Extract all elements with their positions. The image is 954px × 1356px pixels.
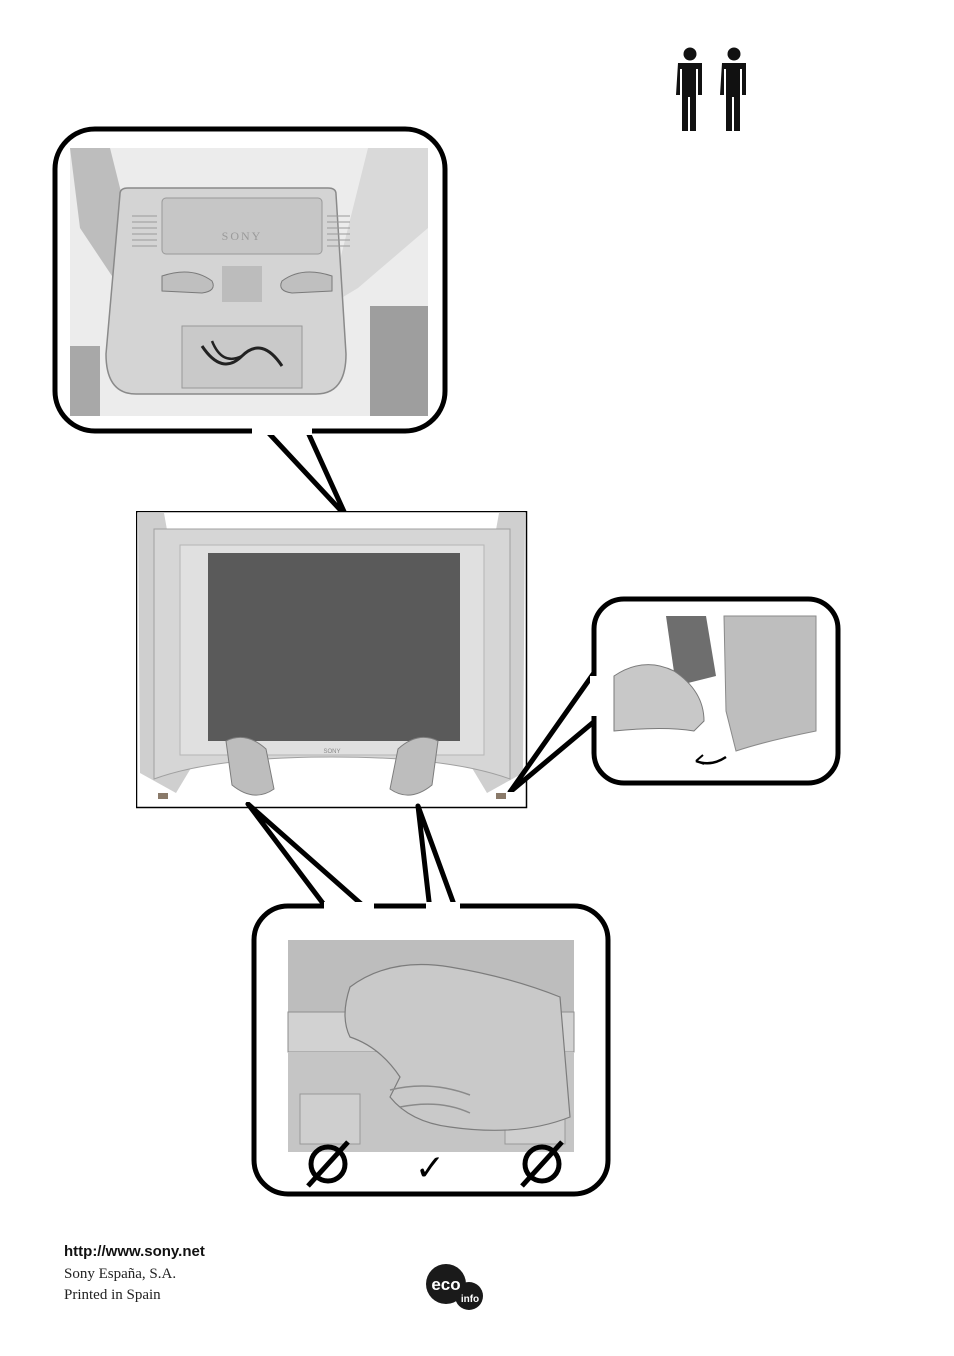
side-detail-photo	[613, 615, 817, 765]
side-detail-callout	[507, 596, 841, 792]
footer-company: Sony España, S.A.	[64, 1266, 177, 1282]
correct-check-icon: ✓	[415, 1148, 445, 1189]
footer-url[interactable]: http://www.sony.net	[64, 1243, 205, 1260]
prohibited-left-icon	[306, 1140, 350, 1188]
eco-info-logo: eco info	[426, 1264, 483, 1310]
rear-view-photo: SONY	[70, 148, 428, 416]
front-view-photo: SONY	[136, 511, 528, 809]
front-brand-label: SONY	[323, 749, 340, 755]
tv-screen	[208, 553, 460, 741]
prohibited-right-icon	[520, 1140, 564, 1188]
rear-brand-label: SONY	[222, 229, 263, 243]
eco-logo-main: eco	[431, 1275, 460, 1294]
bottom-grip-photo	[287, 940, 575, 1152]
rear-view-callout: SONY	[52, 126, 448, 518]
two-person-lift-icon	[676, 47, 746, 131]
bottom-grip-callout: ✓	[245, 802, 611, 1197]
footer-printed: Printed in Spain	[64, 1287, 161, 1303]
eco-logo-sub: info	[461, 1294, 479, 1305]
